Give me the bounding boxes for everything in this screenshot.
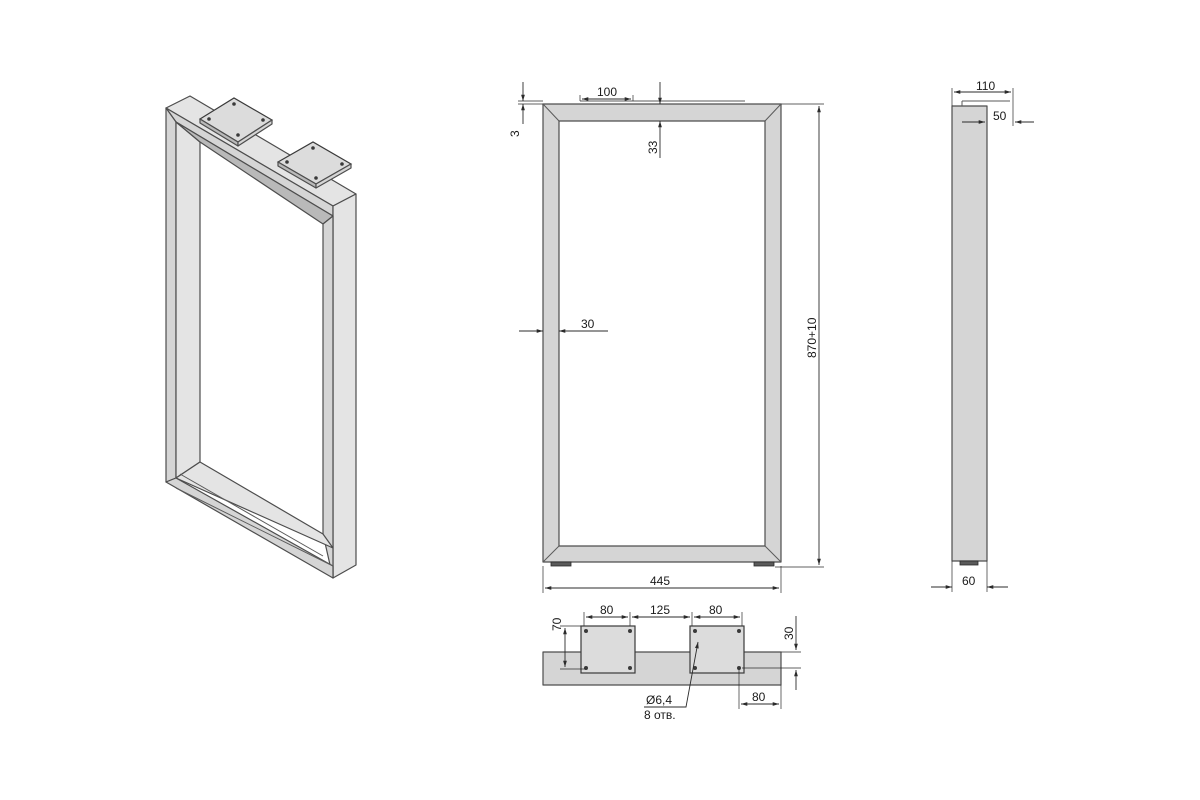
dim-overall-width: 445: [650, 574, 670, 588]
isometric-view: [165, 95, 357, 579]
top-view-plate-left: [580, 625, 636, 674]
dim-wall-thickness: 3: [508, 130, 522, 137]
dim-hole-spacing: 80: [752, 690, 766, 704]
dim-plate-gap: 125: [650, 603, 670, 617]
dim-hole-count: 8 отв.: [644, 708, 676, 722]
dim-side-depth: 110: [976, 79, 995, 93]
top-view-tube: [542, 651, 782, 686]
foot-right: [753, 561, 775, 567]
dim-side-tube-width: 30: [581, 317, 595, 331]
dim-top-tube-height: 33: [646, 140, 660, 154]
front-view: 100 3 33 30 870+10 445: [508, 82, 824, 593]
dim-hole-diameter: Ø6,4: [646, 693, 672, 707]
dim-top-plate-width: 100: [597, 85, 617, 99]
dim-height: 870+10: [805, 317, 819, 358]
side-tube: [951, 105, 988, 562]
side-view: 110 50 60: [931, 79, 1034, 592]
dim-top-view-tube-height: 30: [782, 626, 796, 640]
top-view-plate-right: [689, 625, 745, 674]
dim-plate-height: 70: [550, 617, 564, 631]
dim-plate-width-left: 80: [600, 603, 614, 617]
foot-left: [550, 561, 572, 567]
dim-side-plate-depth: 50: [993, 109, 1007, 123]
dim-plate-width-right: 80: [709, 603, 723, 617]
dim-side-tube-depth: 60: [962, 574, 976, 588]
top-view: 80 125 80 70 30 80 Ø6,4 8 отв.: [542, 603, 801, 722]
side-foot: [959, 560, 979, 566]
